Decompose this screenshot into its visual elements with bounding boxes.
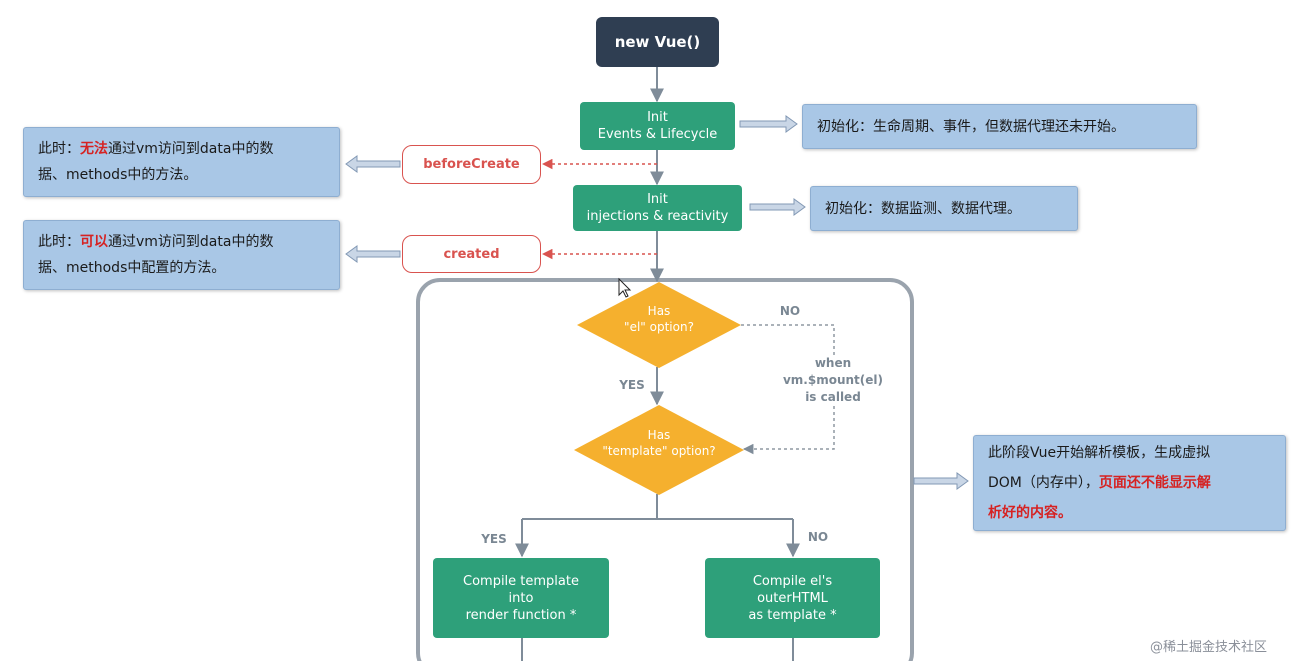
has-el-line2: "el" option?: [624, 320, 694, 334]
note-created-line2: 据、methods中配置的方法。: [38, 260, 226, 276]
has-el-diamond: [577, 282, 741, 368]
note-arrow-before-create: [345, 155, 401, 173]
note-created-line1: 此时：可以通过vm访问到data中的数: [38, 229, 273, 255]
when-mount-label: when vm.$mount(el) is called: [770, 355, 896, 406]
init-events-line2: Events & Lifecycle: [597, 127, 718, 142]
note-arrow-init-events: [739, 115, 798, 133]
init-events-line1: Init: [647, 110, 668, 125]
note-before-create-highlight: 无法: [80, 141, 108, 157]
compile-template-line2: into: [508, 590, 534, 606]
has-el-line1: Has: [647, 304, 671, 318]
note-template-phase-line1: 此阶段Vue开始解析模板，生成虚拟: [988, 445, 1211, 461]
init-injections-reactivity-node: Init injections & reactivity: [573, 185, 742, 231]
note-created-highlight: 可以: [80, 234, 108, 250]
note-arrow-template-phase: [913, 472, 969, 490]
created-hook: created: [402, 235, 541, 273]
note-arrow-init-injections: [749, 198, 806, 216]
note-template-phase-line3: 析好的内容。: [988, 505, 1072, 521]
when-mount-line2: vm.$mount(el): [782, 373, 884, 387]
compile-template-line1: Compile template: [463, 573, 579, 589]
note-init-events: 初始化：生命周期、事件，但数据代理还未开始。: [802, 104, 1197, 149]
note-created-prefix: 此时：: [38, 234, 80, 250]
compile-el-line2: outerHTML: [757, 590, 828, 606]
init-injections-line1: Init: [647, 192, 668, 207]
note-before-create-prefix: 此时：: [38, 141, 80, 157]
has-template-diamond: [574, 405, 744, 495]
note-before-create: 此时：无法通过vm访问到data中的数 据、methods中的方法。: [23, 127, 340, 197]
no-label-top: NO: [779, 304, 801, 318]
when-mount-line1: when: [814, 356, 852, 370]
yes-label-bottom: YES: [481, 532, 507, 546]
note-created: 此时：可以通过vm访问到data中的数 据、methods中配置的方法。: [23, 220, 340, 290]
note-init-events-text: 初始化：生命周期、事件，但数据代理还未开始。: [817, 118, 1125, 135]
has-template-line1: Has: [647, 428, 671, 442]
note-arrow-created: [345, 245, 401, 263]
note-before-create-line2: 据、methods中的方法。: [38, 167, 198, 183]
compile-template-node: Compile template into render function *: [433, 558, 609, 638]
before-create-hook: beforeCreate: [402, 145, 541, 184]
compile-el-line3: as template *: [748, 607, 837, 623]
note-template-phase-line2b: 页面还不能显示解: [1098, 475, 1211, 491]
has-template-text: Has "template" option?: [584, 427, 734, 459]
note-template-phase: 此阶段Vue开始解析模板，生成虚拟 DOM（内存中），页面还不能显示解 析好的内…: [973, 435, 1286, 531]
note-template-phase-line2: DOM（内存中），页面还不能显示解: [988, 468, 1211, 498]
init-events-lifecycle-node: Init Events & Lifecycle: [580, 102, 735, 150]
note-template-phase-line2a: DOM（内存中），: [988, 475, 1099, 491]
note-init-injections-text: 初始化：数据监测、数据代理。: [825, 200, 1021, 217]
compile-el-line1: Compile el's: [752, 573, 833, 589]
note-init-injections: 初始化：数据监测、数据代理。: [810, 186, 1078, 231]
no-label-bottom: NO: [807, 530, 829, 544]
note-before-create-line1: 此时：无法通过vm访问到data中的数: [38, 136, 273, 162]
new-vue-node: new Vue(): [596, 17, 719, 67]
when-mount-line3: is called: [805, 390, 861, 404]
yes-label-middle: YES: [619, 378, 645, 392]
watermark: @稀土掘金技术社区: [1150, 640, 1268, 655]
mouse-cursor-icon: [618, 277, 632, 298]
compile-el-node: Compile el's outerHTML as template *: [705, 558, 880, 638]
has-template-line2: "template" option?: [602, 444, 716, 458]
note-created-rest: 通过vm访问到data中的数: [108, 234, 274, 250]
template-phase-container: [416, 278, 914, 661]
init-injections-line2: injections & reactivity: [586, 209, 729, 224]
note-before-create-rest: 通过vm访问到data中的数: [108, 141, 274, 157]
compile-template-line3: render function *: [465, 607, 577, 623]
has-el-text: Has "el" option?: [604, 303, 714, 335]
